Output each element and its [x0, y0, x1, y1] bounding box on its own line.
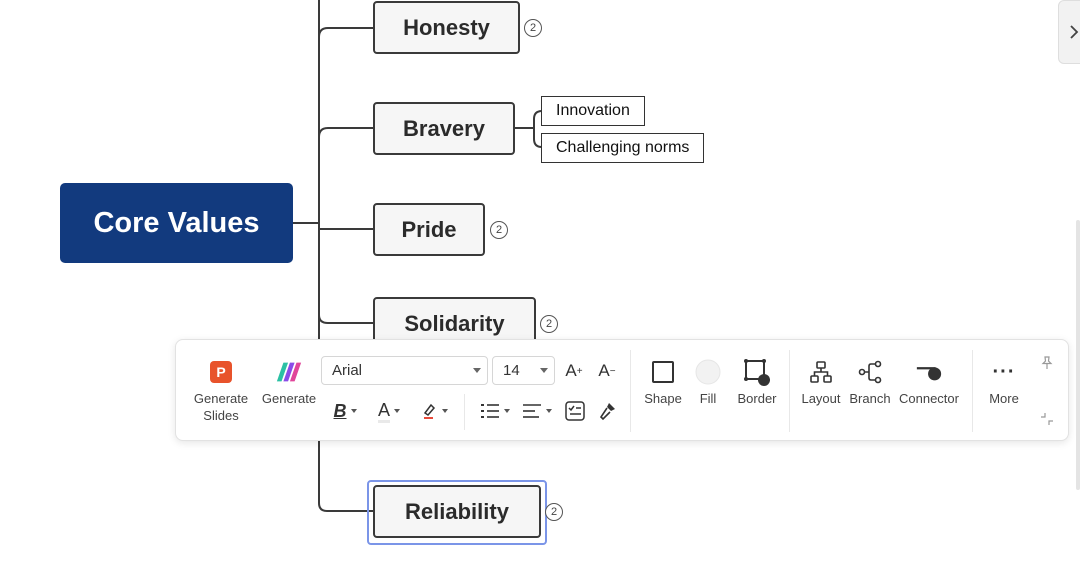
fill-label: Fill — [699, 391, 717, 406]
font-family-select[interactable]: Arial — [321, 356, 488, 385]
layout-tree-icon — [807, 358, 835, 386]
checklist-icon — [565, 401, 585, 421]
highlight-button[interactable] — [416, 398, 452, 424]
font-color-label: A — [377, 400, 390, 423]
subtopic-challenging-norms[interactable]: Challenging norms — [541, 133, 705, 163]
toolbar-divider — [789, 350, 790, 432]
text-align-button[interactable] — [520, 398, 554, 424]
connector-icon — [915, 358, 943, 386]
plus-icon: + — [576, 365, 583, 377]
increase-font-label: A — [565, 361, 577, 380]
connector-label: Connector — [899, 391, 959, 406]
ai-generate-icon — [275, 358, 303, 386]
generate-slides-button[interactable]: P Generate Slides — [188, 358, 254, 424]
border-icon — [743, 358, 771, 386]
collapsed-count-badge[interactable]: 2 — [524, 19, 542, 37]
svg-text:P: P — [216, 364, 225, 380]
checklist-button[interactable] — [562, 398, 588, 424]
decrease-font-label: A — [598, 361, 610, 380]
chevron-down-icon — [394, 409, 400, 413]
more-label: More — [989, 391, 1019, 406]
generate-slides-label: Generate Slides — [193, 391, 249, 423]
topic-bravery[interactable]: Bravery — [373, 102, 515, 155]
more-button[interactable]: ··· More — [984, 358, 1024, 407]
toolbar-divider — [972, 350, 973, 432]
format-painter-button[interactable] — [594, 398, 620, 424]
chevron-down-icon — [350, 409, 357, 413]
generate-button[interactable]: Generate — [258, 358, 320, 407]
fill-button[interactable]: Fill — [688, 358, 728, 407]
brush-icon — [599, 403, 615, 421]
font-family-value: Arial — [332, 362, 363, 379]
vertical-scrollbar[interactable] — [1076, 220, 1080, 490]
pin-icon — [1041, 356, 1053, 369]
font-size-select[interactable]: 14 — [492, 356, 555, 385]
font-size-value: 14 — [503, 362, 520, 379]
bold-label: B — [333, 400, 347, 421]
chevron-down-icon — [504, 409, 510, 413]
subtopic-innovation[interactable]: Innovation — [541, 96, 645, 126]
chevron-down-icon — [546, 409, 552, 413]
list-icon — [481, 404, 499, 418]
collapsed-count-badge[interactable]: 2 — [545, 503, 563, 521]
numbered-list-button[interactable] — [478, 398, 512, 424]
layout-button[interactable]: Layout — [798, 358, 844, 407]
chevron-down-icon — [540, 368, 548, 373]
minus-icon: − — [609, 365, 616, 377]
more-dots-icon: ··· — [992, 360, 1016, 383]
collapsed-count-badge[interactable]: 2 — [540, 315, 558, 333]
font-color-button[interactable]: A — [371, 398, 407, 424]
chevron-right-icon — [1070, 25, 1079, 39]
toolbar-divider — [630, 350, 631, 432]
root-topic[interactable]: Core Values — [60, 183, 293, 263]
border-label: Border — [737, 391, 777, 406]
slides-icon: P — [207, 358, 235, 386]
increase-font-button[interactable]: A+ — [561, 358, 587, 384]
collapse-toolbar-button[interactable] — [1038, 410, 1056, 428]
topic-reliability[interactable]: Reliability — [373, 485, 541, 538]
connector-button[interactable]: Connector — [896, 358, 962, 407]
floating-format-toolbar: P Generate Slides Generate Arial 14 A+ A… — [175, 339, 1069, 441]
square-icon — [649, 358, 677, 386]
shape-button[interactable]: Shape — [641, 358, 685, 407]
pin-toolbar-button[interactable] — [1038, 354, 1056, 372]
align-left-icon — [523, 404, 541, 418]
layout-label: Layout — [801, 391, 841, 406]
decrease-font-button[interactable]: A− — [594, 358, 620, 384]
collapse-icon — [1041, 413, 1053, 425]
toolbar-divider — [464, 394, 465, 430]
fill-circle-icon — [694, 358, 722, 386]
border-button[interactable]: Border — [732, 358, 782, 407]
chevron-down-icon — [442, 409, 448, 413]
side-panel-toggle[interactable] — [1058, 0, 1080, 64]
generate-label: Generate — [261, 391, 317, 406]
collapsed-count-badge[interactable]: 2 — [490, 221, 508, 239]
branch-label: Branch — [849, 391, 891, 406]
branch-button[interactable]: Branch — [847, 358, 893, 407]
highlighter-icon — [423, 403, 436, 419]
shape-label: Shape — [644, 391, 682, 406]
chevron-down-icon — [473, 368, 481, 373]
branch-icon — [856, 358, 884, 386]
topic-pride[interactable]: Pride — [373, 203, 485, 256]
bold-button[interactable]: B — [329, 398, 361, 424]
topic-honesty[interactable]: Honesty — [373, 1, 520, 54]
